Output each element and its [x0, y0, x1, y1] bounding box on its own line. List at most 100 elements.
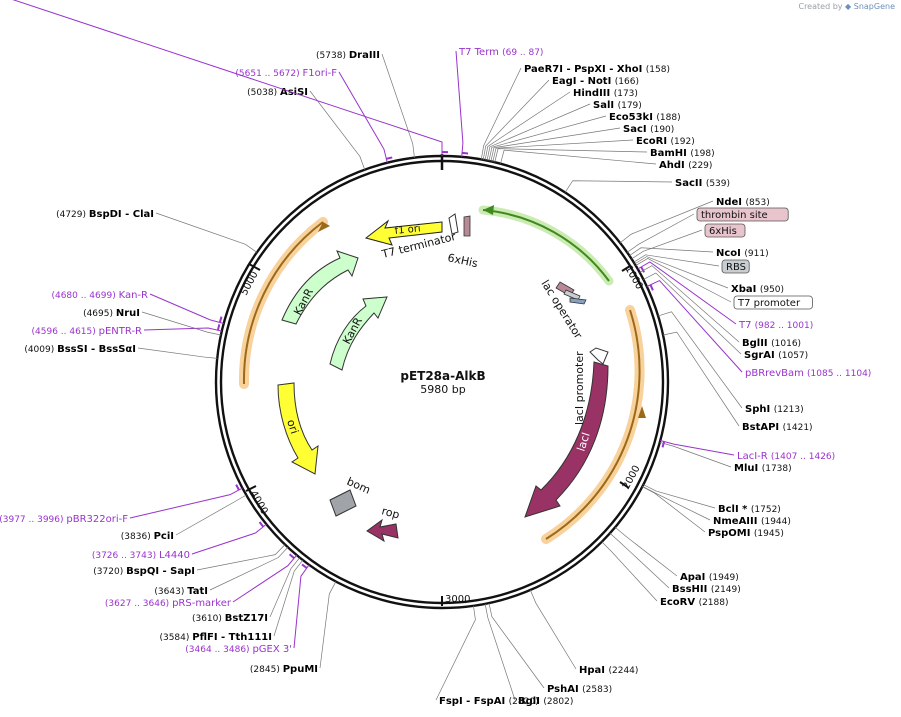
site-ahdi: AhdI (229) [500, 149, 712, 171]
kanr-inner-arrow [329, 296, 388, 371]
leader-line [319, 581, 337, 669]
leader-line [614, 527, 678, 577]
leader-line [338, 71, 388, 163]
site-label: NmeAIII (1944) [713, 516, 791, 527]
site-nrui: (4695) NruI [83, 308, 222, 336]
site-label: SphI (1213) [745, 404, 804, 415]
feature-box [704, 223, 746, 238]
leader-line [633, 254, 720, 267]
site-label: MluI (1738) [734, 463, 792, 474]
rop-label: rop [380, 504, 401, 521]
leader-line [659, 442, 732, 468]
plasmid-name: pET28a-AlkB [400, 369, 485, 383]
site-label: PspOMI (1945) [708, 528, 784, 539]
site-label: SacII (539) [675, 178, 730, 189]
site-label: pBRrevBam (1085 .. 1104) [745, 368, 871, 379]
laci-arrow [524, 361, 609, 518]
site-t7: T7 (982 .. 1001) [637, 261, 813, 331]
leader-line [564, 180, 673, 193]
snapgene-logo-icon: ◆ [845, 2, 852, 11]
lac-operator-marker-3 [569, 297, 587, 305]
site-label: AhdI (229) [659, 160, 712, 171]
leader-line [273, 559, 304, 637]
site-sali: SalI (179) [486, 100, 642, 161]
primer-tick [235, 484, 240, 491]
site-label: EagI - NotI (166) [552, 76, 639, 87]
kanr-highlight [238, 217, 328, 389]
site-label: (4695) NruI [83, 308, 140, 319]
site-fspi-fspai: FspI - FspAI (2820) [435, 605, 539, 707]
site-label: (3720) BspQI - SapI [93, 566, 195, 577]
leader-line [635, 257, 732, 303]
f1-ori-arrow [364, 219, 443, 246]
feature-box [733, 295, 813, 310]
site-label: HpaI (2244) [579, 665, 638, 676]
site-ppumi: (2845) PpuMI [250, 581, 337, 675]
his-tag-label: 6xHis [446, 251, 479, 270]
site-label: LacI-R (1407 .. 1426) [737, 451, 835, 462]
kanr-line [242, 221, 324, 385]
insert-arrowhead [483, 205, 494, 215]
site-label: XbaI (950) [731, 284, 784, 295]
credit-brand: SnapGene [853, 2, 895, 11]
site-laci-r: LacI-R (1407 .. 1426) [660, 440, 835, 462]
site-bcli-: BclI * (1752) [643, 484, 781, 515]
feature-box [721, 259, 750, 274]
site-bspqi-sapi: (3720) BspQI - SapI [93, 544, 286, 577]
ori-label: ori [284, 418, 301, 436]
leader-line [643, 484, 716, 509]
leader-line [149, 293, 224, 324]
leader-line [309, 90, 366, 170]
leader-line [143, 327, 222, 332]
leader-line [488, 602, 545, 689]
leader-line [484, 603, 516, 701]
leader-line [660, 440, 735, 456]
site-label: (5651 .. 5672) F1ori-F [235, 68, 337, 79]
site-label: (3610) BstZ17I [192, 613, 268, 624]
site-bamhi: BamHI (198) [494, 148, 715, 163]
site-pshai: PshAI (2583) [488, 602, 612, 695]
site-ecorv: EcoRV (2188) [601, 541, 729, 608]
primer-tick [258, 521, 265, 528]
site-label: FspI - FspAI (2820) [439, 696, 539, 707]
leader-line [626, 213, 695, 253]
site-pentr-r: (4596 .. 4615) pENTR-R [32, 324, 222, 337]
site-label: NdeI (853) [716, 197, 770, 208]
site-label: BglI (2802) [518, 696, 573, 707]
site-pbrrevbam: pBRrevBam (1085 .. 1104) [646, 279, 871, 379]
site-paer7i-pspxi-xhoi: PaeR7I - PspXI - XhoI (158) [480, 64, 670, 160]
leader-line [484, 91, 571, 161]
leader-line [269, 557, 301, 618]
leader-line [486, 103, 591, 161]
primer-tick [218, 316, 223, 323]
site-bstz17i: (3610) BstZ17I [192, 557, 301, 624]
site-label: (3643) TatI [154, 586, 208, 597]
site-label: (3836) PciI [121, 531, 174, 542]
site-eagi-noti: EagI - NotI (166) [482, 76, 639, 160]
primer-tick [386, 156, 393, 160]
leader-line [482, 79, 550, 160]
site-bspdi-clai: (4729) BspDI - ClaI [56, 209, 258, 253]
kanr-line-arrowhead [318, 222, 330, 232]
site-hpai: HpaI (2244) [529, 589, 638, 676]
site-label: SacI (190) [623, 124, 674, 135]
site-pspomi: PspOMI (1945) [642, 486, 784, 539]
leader-line [658, 311, 743, 409]
primer-tick [661, 441, 666, 448]
primer-tick [640, 266, 646, 273]
site-label: NcoI (911) [716, 248, 769, 259]
leader-line [609, 532, 670, 589]
leader-line [209, 547, 289, 591]
site-label: RBS [726, 262, 746, 273]
leader-line [619, 200, 714, 244]
scale-label-3000: 3000 [445, 594, 470, 605]
site-label: BssHII (2149) [672, 584, 741, 595]
leader-line [129, 487, 243, 519]
feature-box [696, 207, 789, 222]
site-pcii: (3836) PciI [121, 494, 247, 542]
site-eco53ki: Eco53kI (188) [488, 112, 681, 162]
leader-line [500, 149, 657, 165]
site-label: EcoRV (2188) [660, 597, 729, 608]
leader-line [494, 148, 648, 163]
